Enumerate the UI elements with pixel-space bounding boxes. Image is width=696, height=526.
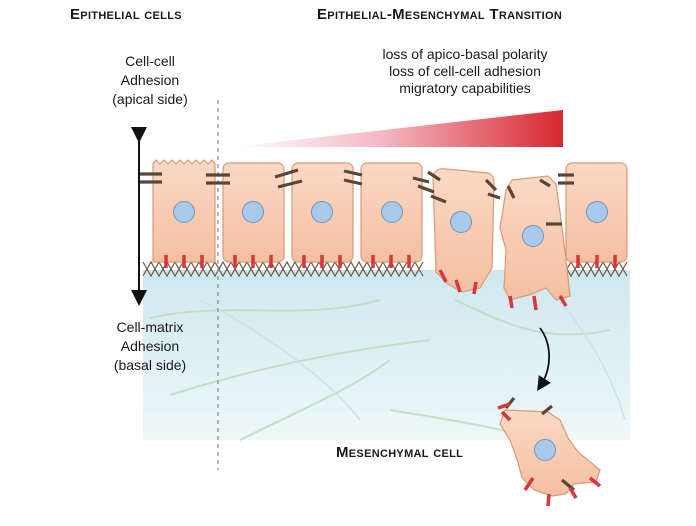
basal-label-line: Adhesion: [120, 338, 180, 354]
basal-adhesion-label: Cell-matrix Adhesion (basal side): [65, 318, 235, 375]
emt-feature-label: loss of apico-basal polarity: [382, 46, 548, 62]
basal-label-line: (basal side): [113, 357, 187, 373]
heading-mesenchymal-cell: Mesenchymal cell: [336, 444, 464, 461]
heading-epithelial-cells: Epithelial cells: [70, 6, 182, 23]
basal-label-line: Cell-matrix: [116, 319, 184, 335]
matrix-fibers: [149, 299, 611, 449]
emt-gradient-wedge: [232, 110, 563, 147]
integrins: [164, 255, 617, 507]
apical-label-line: Cell-cell: [125, 53, 175, 69]
emt-feature-label: loss of cell-cell adhesion: [389, 63, 541, 79]
emt-feature-label: migratory capabilities: [399, 80, 531, 96]
apical-label-line: Adhesion: [120, 72, 180, 88]
apical-adhesion-label: Cell-cell Adhesion (apical side): [65, 52, 235, 109]
heading-emt: Epithelial-Mesenchymal Transition: [317, 6, 563, 23]
nuclei: [173, 201, 608, 461]
emt-features-labels: loss of apico-basal polarity loss of cel…: [320, 46, 610, 97]
migration-arrow: [537, 327, 551, 392]
apical-label-line: (apical side): [112, 91, 188, 107]
